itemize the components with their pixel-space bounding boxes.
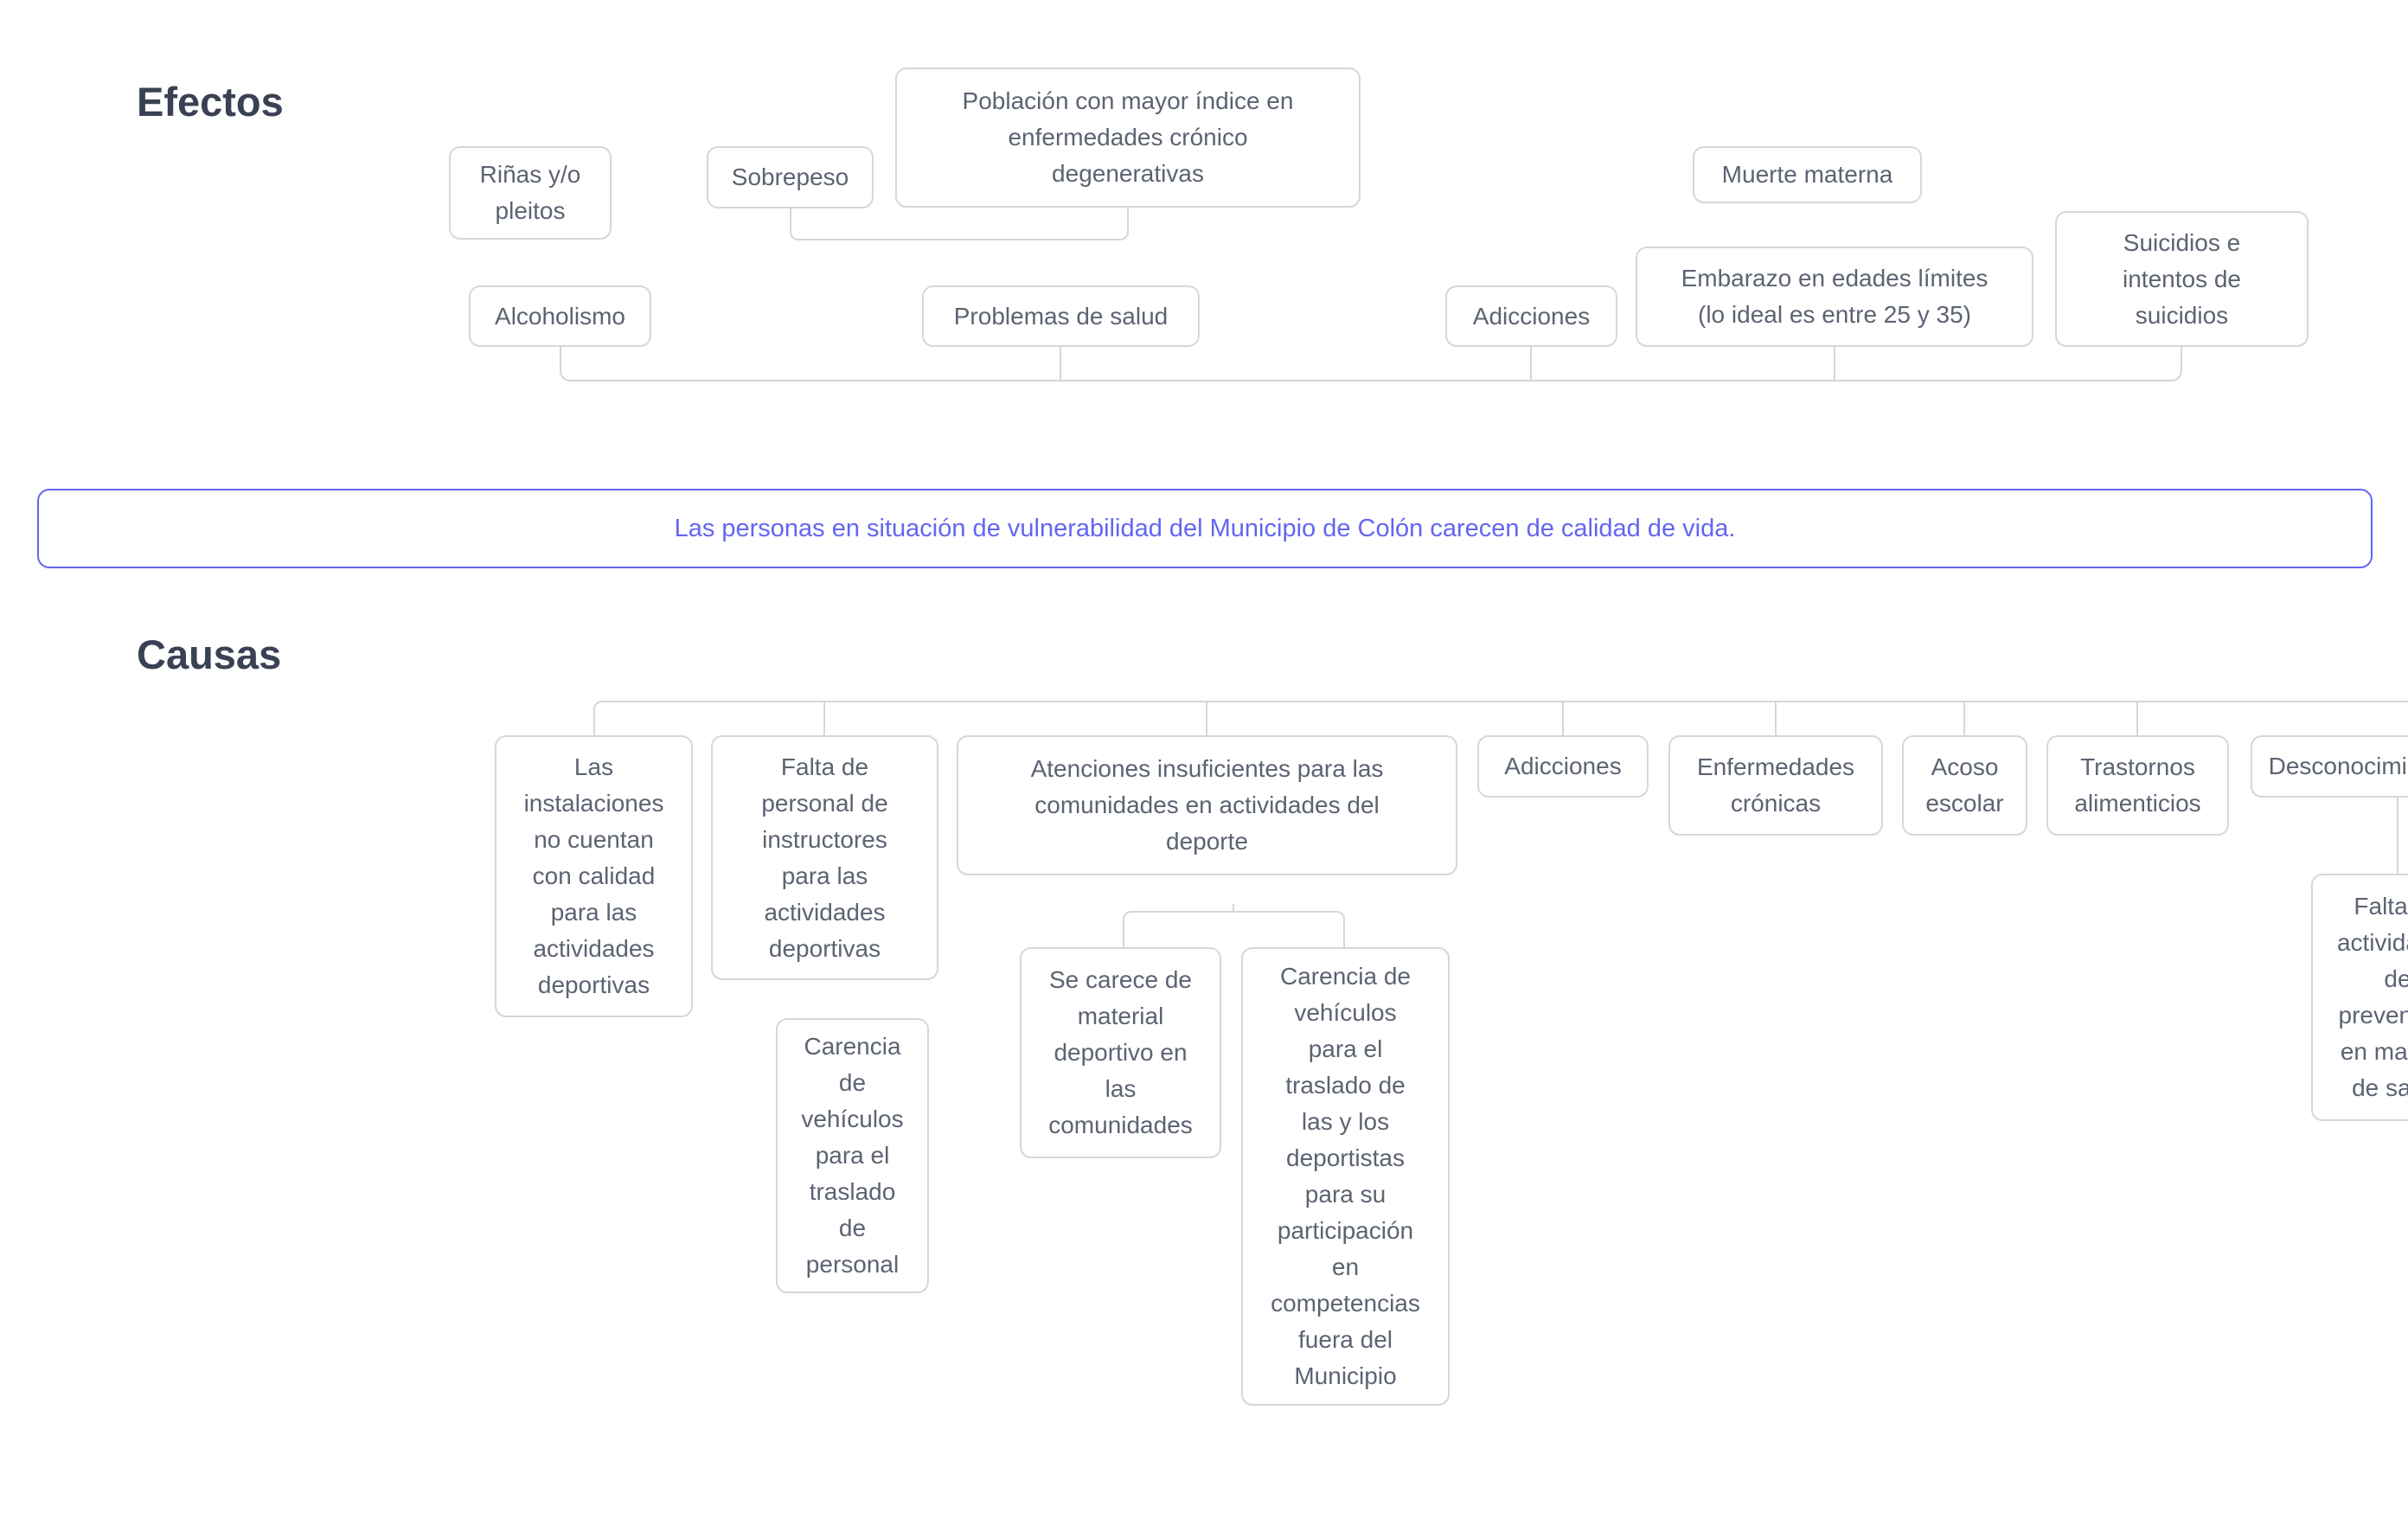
cause-node-instalaciones-label: Las instalaciones no cuentan con calidad… bbox=[523, 753, 664, 998]
effect-node-alcoholismo-label: Alcoholismo bbox=[495, 302, 625, 330]
cause-node-carencia-vehiculos-personal[interactable]: Carencia de vehículos para el traslado d… bbox=[776, 1018, 929, 1293]
cause-node-falta-personal[interactable]: Falta de personal de instructores para l… bbox=[711, 735, 938, 980]
causes-section-title: Causas bbox=[137, 631, 282, 677]
connector-stub-atenciones bbox=[1206, 702, 1207, 735]
cause-node-desconocimiento-label: Desconocimiento bbox=[2268, 753, 2408, 779]
cause-node-instalaciones[interactable]: Las instalaciones no cuentan con calidad… bbox=[495, 735, 693, 1017]
connector-atenciones-children-bracket bbox=[1123, 911, 1345, 947]
effect-node-suicidios[interactable]: Suicidios e intentos de suicidios bbox=[2055, 211, 2309, 347]
connector-causes-main-line bbox=[593, 701, 2408, 735]
effect-node-muerte-materna-label: Muerte materna bbox=[1721, 161, 1893, 188]
effect-node-poblacion-label: Población con mayor índice en enfermedad… bbox=[962, 87, 1294, 187]
cause-node-atenciones-label: Atenciones insuficientes para las comuni… bbox=[1030, 755, 1384, 855]
connector-stub-enfermedades bbox=[1775, 702, 1777, 735]
connector-bracket-center-nub bbox=[1233, 904, 1234, 913]
cause-node-acoso-label: Acoso escolar bbox=[1925, 753, 2004, 817]
cause-node-trastornos[interactable]: Trastornos alimenticios bbox=[2046, 735, 2229, 836]
cause-node-adicciones-label: Adicciones bbox=[1504, 753, 1622, 779]
connector-sobrepeso-poblacion-bracket bbox=[790, 208, 1129, 240]
cause-node-falta-personal-label: Falta de personal de instructores para l… bbox=[761, 753, 888, 962]
cause-node-desconocimiento[interactable]: Desconocimiento bbox=[2251, 735, 2408, 798]
problem-statement-node[interactable]: Las personas en situación de vulnerabili… bbox=[37, 489, 2373, 568]
effect-node-rinas[interactable]: Riñas y/o pleitos bbox=[449, 146, 612, 240]
cause-node-enfermedades[interactable]: Enfermedades crónicas bbox=[1668, 735, 1883, 836]
connector-effects-main-line bbox=[560, 347, 2182, 381]
effect-node-adicciones[interactable]: Adicciones bbox=[1445, 285, 1617, 347]
effect-node-suicidios-label: Suicidios e intentos de suicidios bbox=[2123, 228, 2241, 329]
cause-node-acoso[interactable]: Acoso escolar bbox=[1902, 735, 2027, 836]
effect-node-problemas-salud[interactable]: Problemas de salud bbox=[922, 285, 1200, 347]
cause-node-falta-prevencion-label: Falta de actividades de prevención en ma… bbox=[2336, 893, 2408, 1101]
connector-desconocimiento-falta-prevencion bbox=[2397, 798, 2398, 874]
effect-node-alcoholismo[interactable]: Alcoholismo bbox=[469, 285, 651, 347]
connector-stub-embarazo bbox=[1834, 347, 1835, 381]
effect-node-sobrepeso[interactable]: Sobrepeso bbox=[707, 146, 874, 208]
cause-node-carencia-vehiculos-deportistas[interactable]: Carencia de vehículos para el traslado d… bbox=[1241, 947, 1450, 1406]
problem-statement-label: Las personas en situación de vulnerabili… bbox=[674, 514, 1736, 542]
effect-node-sobrepeso-label: Sobrepeso bbox=[731, 163, 849, 190]
connector-stub-problemas-salud bbox=[1060, 347, 1061, 381]
cause-node-se-carece-material-label: Se carece de material deportivo en las c… bbox=[1048, 966, 1193, 1138]
cause-node-carencia-vehiculos-deportistas-label: Carencia de vehículos para el traslado d… bbox=[1271, 963, 1420, 1389]
cause-node-carencia-vehiculos-personal-label: Carencia de vehículos para el traslado d… bbox=[801, 1033, 904, 1278]
effect-node-adicciones-label: Adicciones bbox=[1472, 302, 1591, 330]
cause-node-enfermedades-label: Enfermedades crónicas bbox=[1696, 753, 1855, 817]
effect-node-poblacion[interactable]: Población con mayor índice en enfermedad… bbox=[895, 67, 1361, 208]
effect-node-muerte-materna[interactable]: Muerte materna bbox=[1693, 146, 1922, 203]
cause-node-falta-prevencion[interactable]: Falta de actividades de prevención en ma… bbox=[2311, 874, 2408, 1121]
cause-node-se-carece-material[interactable]: Se carece de material deportivo en las c… bbox=[1020, 947, 1221, 1158]
cause-node-atenciones[interactable]: Atenciones insuficientes para las comuni… bbox=[957, 735, 1457, 875]
effect-node-problemas-salud-label: Problemas de salud bbox=[953, 302, 1169, 330]
effect-node-embarazo-label: Embarazo en edades límites (lo ideal es … bbox=[1681, 265, 1989, 328]
effects-section-title: Efectos bbox=[137, 79, 284, 125]
connector-stub-acoso bbox=[1963, 702, 1965, 735]
cause-node-adicciones[interactable]: Adicciones bbox=[1477, 735, 1649, 798]
effect-node-rinas-label: Riñas y/o pleitos bbox=[479, 161, 581, 224]
connector-stub-adicciones-cause bbox=[1562, 702, 1564, 735]
connector-stub-falta-personal bbox=[823, 702, 825, 735]
effect-node-embarazo[interactable]: Embarazo en edades límites (lo ideal es … bbox=[1636, 247, 2033, 347]
cause-node-trastornos-label: Trastornos alimenticios bbox=[2074, 753, 2201, 817]
connector-stub-trastornos bbox=[2136, 702, 2138, 735]
connector-stub-adicciones-effect bbox=[1530, 347, 1532, 381]
